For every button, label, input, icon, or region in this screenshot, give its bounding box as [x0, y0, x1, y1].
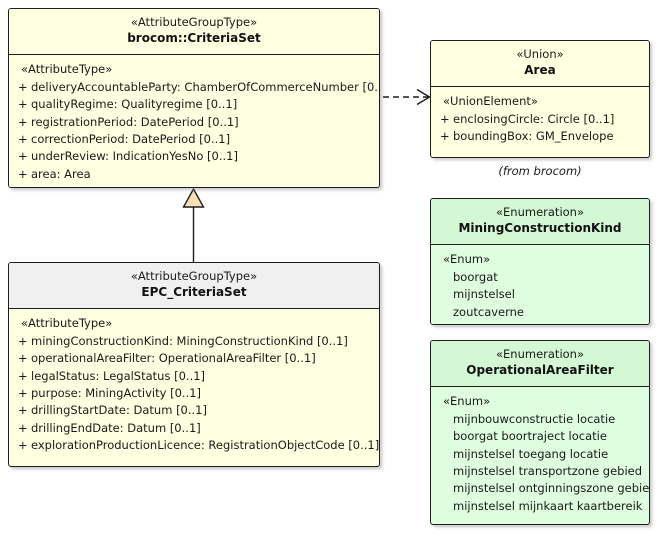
generalization-connector[interactable] [182, 187, 205, 262]
enum-literal-row[interactable]: boorgat [453, 270, 498, 285]
visibility-marker: + [18, 386, 28, 401]
class-box-area[interactable]: «Union» Area «UnionElement» + enclosingC… [430, 40, 650, 158]
attribute-row[interactable]: + purpose: MiningActivity [0..1] [15, 385, 375, 402]
visibility-marker: + [18, 132, 28, 147]
attribute-row[interactable]: + correctionPeriod: DatePeriod [0..1] [15, 131, 375, 148]
class-attributes-compartment: «AttributeType» + deliveryAccountablePar… [9, 55, 379, 187]
visibility-marker: + [18, 166, 28, 181]
attribute-label: registrationPeriod: DatePeriod [0..1] [31, 114, 239, 129]
attribute-row[interactable]: + miningConstructionKind: MiningConstruc… [15, 333, 375, 350]
attribute-row[interactable]: + deliveryAccountableParty: ChamberOfCom… [15, 79, 379, 96]
enum-literal-row[interactable]: mijnbouwconstructie locatie [453, 412, 616, 427]
visibility-marker: + [18, 351, 28, 366]
enumeration-stereotype: «Enumeration» [496, 347, 584, 361]
visibility-marker: + [18, 80, 28, 95]
enumeration-box-operational-area-filter[interactable]: «Enumeration» OperationalAreaFilter «Enu… [430, 340, 650, 525]
visibility-marker: + [440, 129, 450, 144]
enum-literal-row[interactable]: boorgat boortraject locatie [453, 429, 607, 444]
class-stereotype: «AttributeGroupType» [130, 269, 258, 283]
enum-literal-row[interactable]: mijnstelsel ontginningszone gebied [453, 481, 650, 496]
attribute-row[interactable]: + underReview: IndicationYesNo [0..1] [15, 148, 375, 165]
attribute-label: operationalAreaFilter: OperationalAreaFi… [31, 351, 316, 366]
attribute-label: boundingBox: GM_Envelope [453, 129, 614, 144]
visibility-marker: + [18, 334, 28, 349]
attribute-label: drillingEndDate: Datum [0..1] [31, 420, 201, 435]
class-name: Area [524, 63, 556, 78]
generalization-triangle-icon [182, 187, 205, 208]
attribute-label: enclosingCircle: Circle [0..1] [453, 112, 615, 127]
class-attributes-compartment: «AttributeType» + miningConstructionKind… [9, 309, 379, 462]
attribute-section-stereotype: «AttributeType» [21, 316, 113, 330]
enumeration-header-mining-construction-kind: «Enumeration» MiningConstructionKind [431, 199, 649, 245]
enum-literal-row[interactable]: mijnstelsel [453, 287, 515, 302]
class-stereotype: «Union» [516, 47, 564, 61]
enumeration-literals-compartment: «Enum» mijnbouwconstructie locatie boorg… [431, 387, 649, 522]
enumeration-name: MiningConstructionKind [458, 221, 622, 236]
attribute-row[interactable]: + operationalAreaFilter: OperationalArea… [15, 350, 375, 367]
attribute-label: underReview: IndicationYesNo [0..1] [31, 149, 238, 164]
enum-literal-row[interactable]: mijnstelsel mijnkaart kaartbereik [453, 498, 643, 513]
attribute-label: drillingStartDate: Datum [0..1] [31, 403, 207, 418]
attribute-label: qualityRegime: Qualityregime [0..1] [31, 97, 238, 112]
attribute-label: legalStatus: LegalStatus [0..1] [31, 368, 206, 383]
enum-literal-row[interactable]: mijnstelsel toegang locatie [453, 446, 609, 461]
visibility-marker: + [18, 403, 28, 418]
dependency-connector[interactable] [383, 88, 431, 106]
visibility-marker: + [440, 112, 450, 127]
attribute-section-stereotype: «UnionElement» [443, 94, 538, 108]
dependency-arrowhead-icon [416, 88, 431, 106]
attribute-row[interactable]: + drillingEndDate: Datum [0..1] [15, 420, 375, 437]
attribute-row[interactable]: + boundingBox: GM_Envelope [437, 128, 645, 145]
attribute-row[interactable]: + qualityRegime: Qualityregime [0..1] [15, 96, 375, 113]
enumeration-stereotype: «Enumeration» [496, 205, 584, 219]
enumeration-name: OperationalAreaFilter [466, 363, 614, 378]
enum-literal-row[interactable]: mijnstelsel transportzone gebied [453, 464, 643, 479]
enum-literal-row[interactable]: zoutcaverne [453, 304, 525, 319]
visibility-marker: + [18, 438, 28, 452]
attribute-section-stereotype: «AttributeType» [21, 62, 113, 76]
class-stereotype: «AttributeGroupType» [130, 15, 258, 29]
class-header-criteria-set: «AttributeGroupType» brocom::CriteriaSet [9, 9, 379, 55]
attribute-label: miningConstructionKind: MiningConstructi… [31, 334, 348, 349]
class-header-area: «Union» Area [431, 41, 649, 87]
enumeration-literals-compartment: «Enum» boorgat mijnstelsel zoutcaverne [431, 245, 649, 324]
enumeration-header-operational-area-filter: «Enumeration» OperationalAreaFilter [431, 341, 649, 387]
enum-section-stereotype: «Enum» [443, 252, 491, 266]
enum-section-stereotype: «Enum» [443, 394, 491, 408]
enumeration-box-mining-construction-kind[interactable]: «Enumeration» MiningConstructionKind «En… [430, 198, 650, 325]
visibility-marker: + [18, 97, 28, 112]
attribute-label: explorationProductionLicence: Registrati… [31, 438, 380, 452]
visibility-marker: + [18, 368, 28, 383]
attribute-row[interactable]: + enclosingCircle: Circle [0..1] [437, 111, 645, 128]
attribute-row[interactable]: + drillingStartDate: Datum [0..1] [15, 402, 375, 419]
class-name: brocom::CriteriaSet [127, 31, 261, 46]
attribute-label: area: Area [31, 166, 91, 181]
visibility-marker: + [18, 420, 28, 435]
class-attributes-compartment: «UnionElement» + enclosingCircle: Circle… [431, 87, 649, 153]
class-name: EPC_CriteriaSet [141, 285, 247, 300]
attribute-label: deliveryAccountableParty: ChamberOfComme… [31, 80, 380, 95]
attribute-row[interactable]: + explorationProductionLicence: Registra… [15, 437, 379, 454]
visibility-marker: + [18, 149, 28, 164]
attribute-row[interactable]: + registrationPeriod: DatePeriod [0..1] [15, 114, 375, 131]
class-box-criteria-set[interactable]: «AttributeGroupType» brocom::CriteriaSet… [8, 8, 380, 188]
attribute-row[interactable]: + legalStatus: LegalStatus [0..1] [15, 368, 375, 385]
visibility-marker: + [18, 114, 28, 129]
class-box-epc-criteria-set[interactable]: «AttributeGroupType» EPC_CriteriaSet «At… [8, 262, 380, 467]
attribute-label: correctionPeriod: DatePeriod [0..1] [31, 132, 231, 147]
area-package-caption: (from brocom) [498, 164, 582, 178]
class-header-epc-criteria-set: «AttributeGroupType» EPC_CriteriaSet [9, 263, 379, 309]
attribute-label: purpose: MiningActivity [0..1] [31, 386, 202, 401]
attribute-row[interactable]: + area: Area [15, 166, 375, 183]
